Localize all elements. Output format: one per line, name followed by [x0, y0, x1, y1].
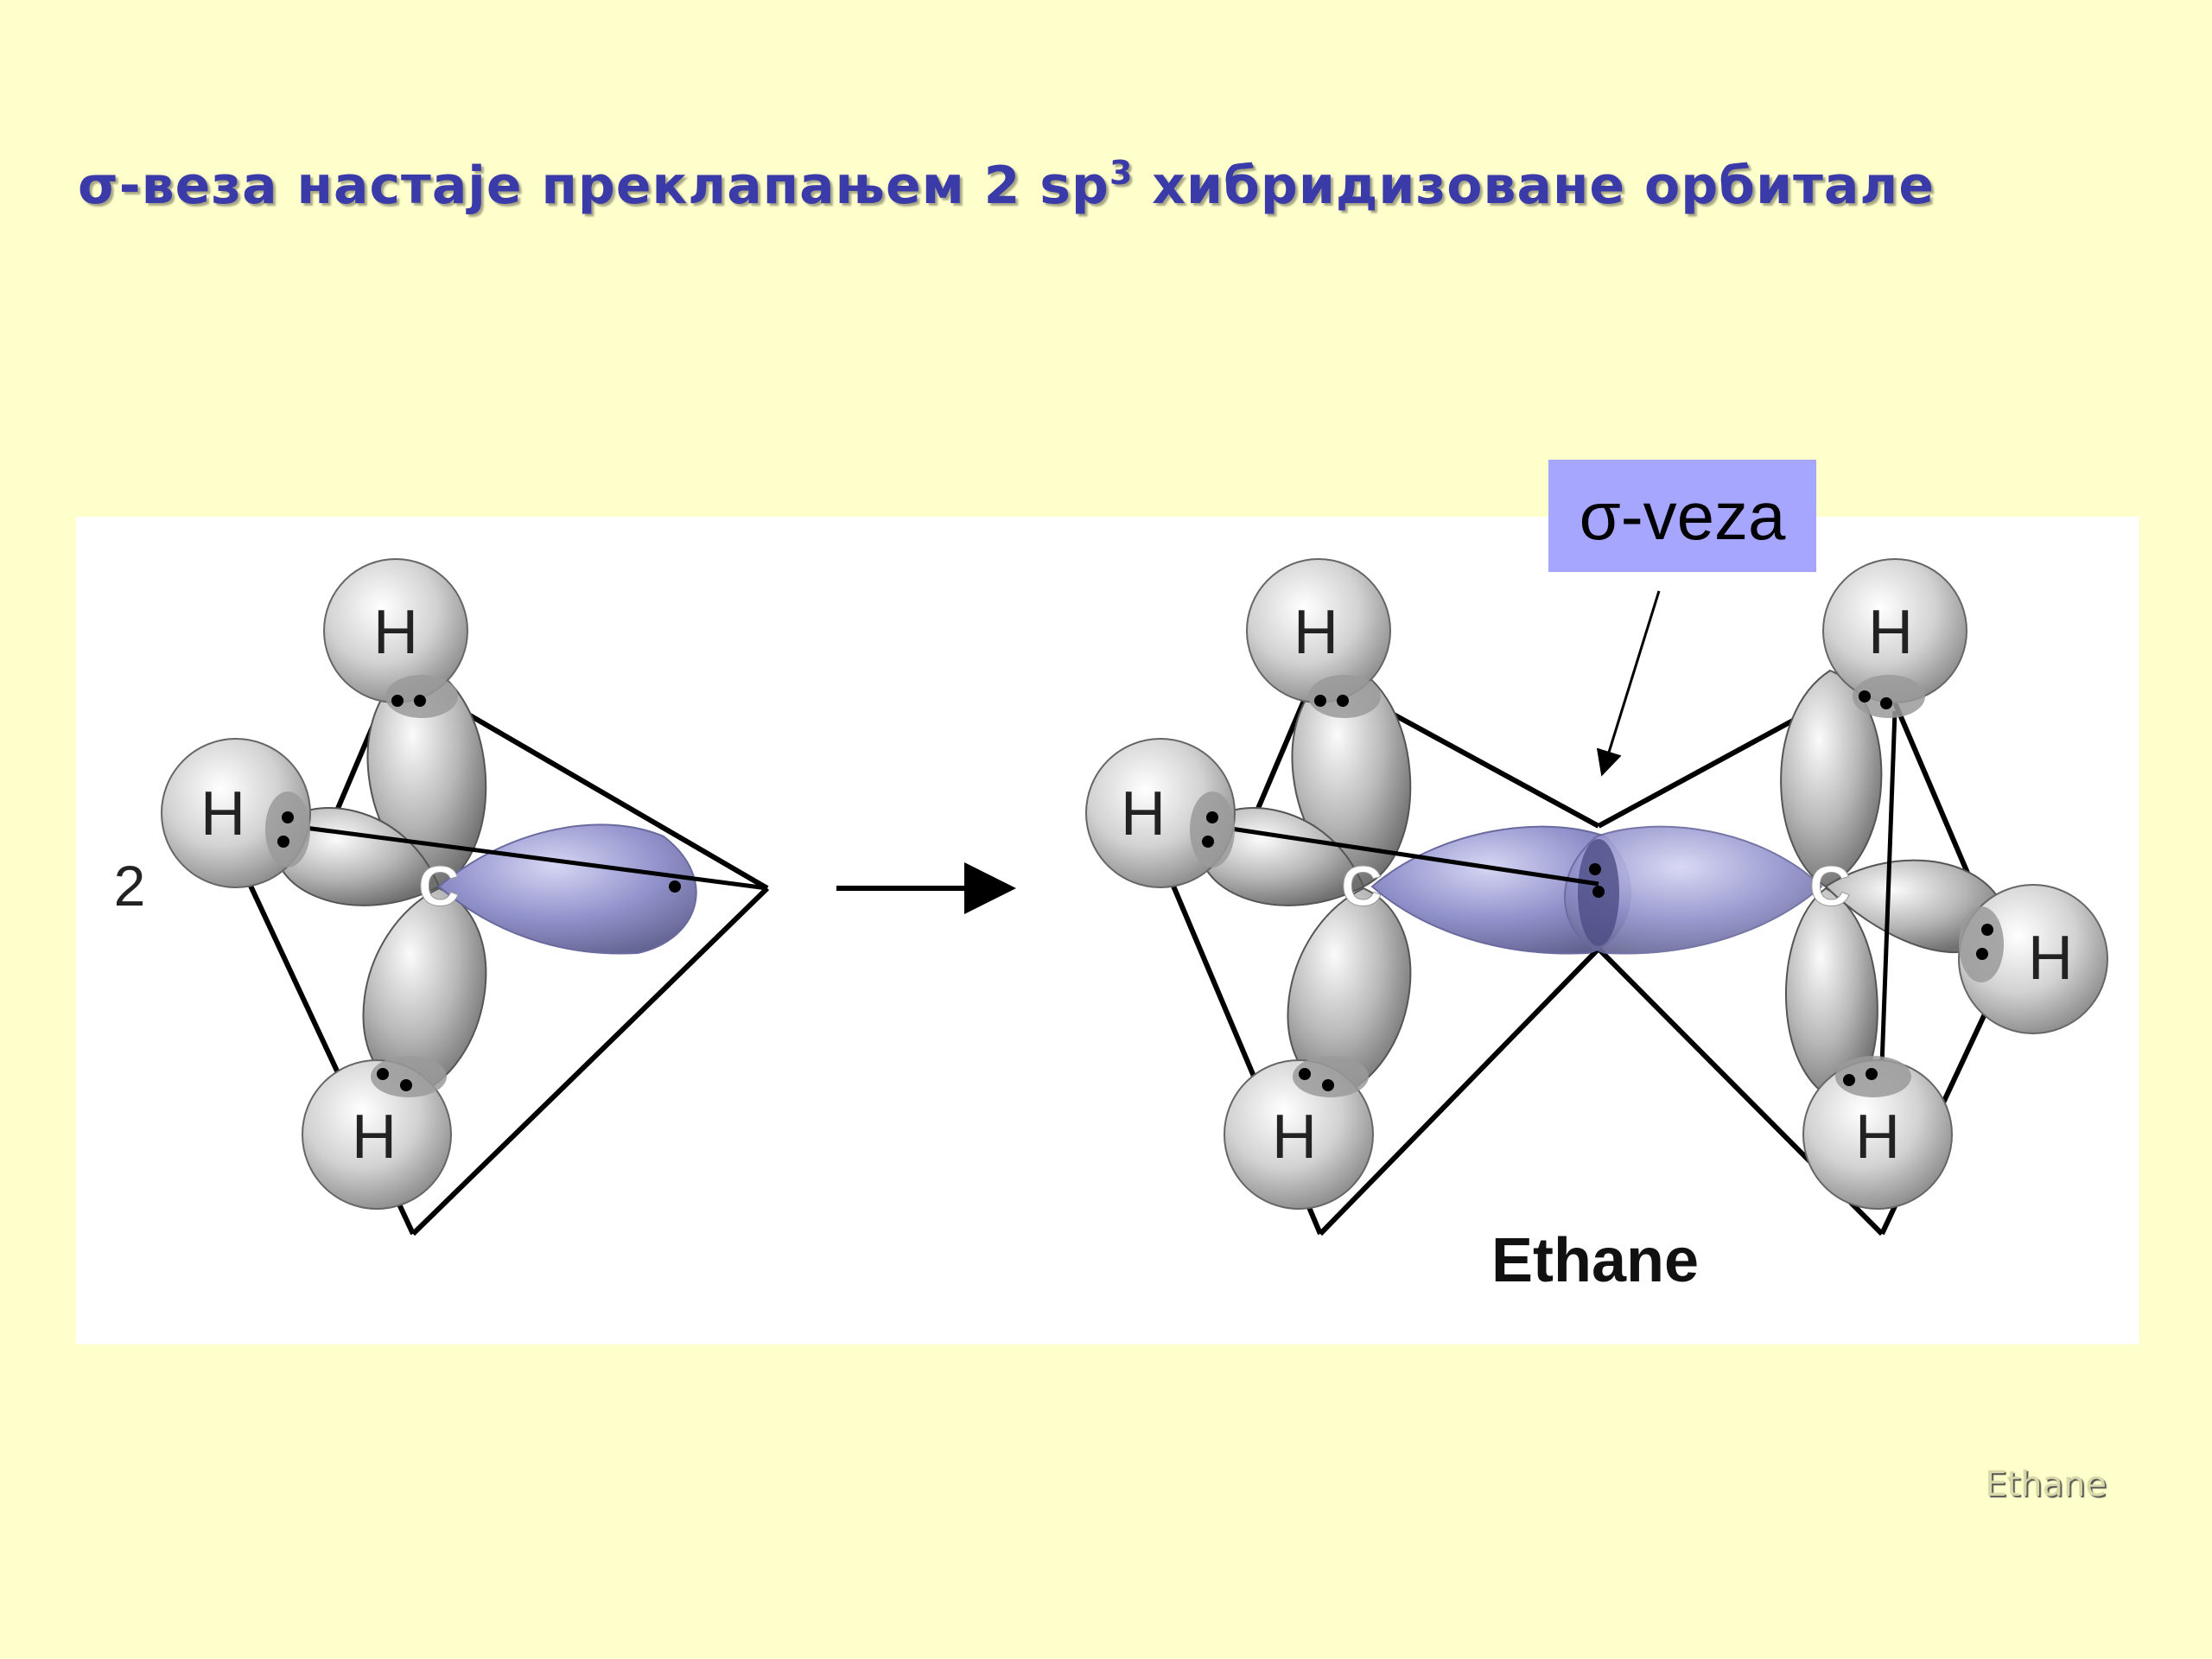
- electron-pairs-left: [277, 695, 681, 1091]
- sp3-lobe-top-right-b: [1780, 669, 1883, 888]
- hydrogen-label: H: [1855, 1103, 1900, 1172]
- orbital-overlap: [371, 1056, 447, 1097]
- title-end: хибридизоване орбитале: [1133, 156, 1936, 216]
- hydrogen-label: H: [1868, 598, 1913, 667]
- hydrogen-label: H: [373, 598, 418, 667]
- title-main: σ-веза настаје преклапањем 2 sp: [78, 156, 1109, 216]
- carbon-label: C: [1809, 854, 1851, 918]
- slide-title: σ-веза настаје преклапањем 2 sp3 хибриди…: [78, 154, 1935, 216]
- sigma-bond-callout: σ-veza: [1548, 460, 1816, 572]
- orbital-overlap: [1293, 1056, 1369, 1097]
- diagram-panel: H H H C 2: [76, 517, 2139, 1344]
- methyl-fragment-left: H H H C 2: [114, 558, 770, 1236]
- sp3-bond-lobe-left: [437, 823, 697, 955]
- bond-axis-line-left: [304, 825, 768, 891]
- hydrogen-label: H: [1121, 779, 1166, 849]
- carbon-label: C: [418, 854, 460, 918]
- ethane-orbital-diagram: H H H C 2: [114, 558, 2108, 1295]
- hydrogen-label: H: [2028, 924, 2073, 993]
- hydrogen-label: H: [200, 779, 245, 849]
- hydrogen-atom: [1224, 1059, 1374, 1210]
- product-label: Ethane: [1491, 1226, 1699, 1295]
- coefficient-label: 2: [114, 854, 146, 918]
- ethane-molecule: H H H H H H C C Ethane: [1085, 558, 2108, 1295]
- hydrogen-label: H: [1272, 1103, 1317, 1172]
- hydrogen-atom: [302, 1059, 452, 1210]
- hydrogen-label: H: [1294, 598, 1338, 667]
- sigma-bond-lobe-right: [1564, 825, 1823, 955]
- title-superscript: 3: [1109, 154, 1134, 192]
- orbital-overlap: [1190, 791, 1235, 868]
- orbital-overlap: [1959, 906, 2004, 982]
- bond-axis-line-right-a: [1224, 825, 1599, 887]
- footer-label: Ethane: [1985, 1465, 2107, 1504]
- bond-axis-line-right-b: [1879, 710, 1897, 1066]
- hydrogen-label: H: [352, 1103, 397, 1172]
- unpaired-electron: [669, 880, 681, 893]
- callout-pointer: [1596, 590, 1661, 777]
- orbital-overlap: [1853, 675, 1925, 718]
- electron-pairs-right: [1202, 690, 1993, 1091]
- orbital-overlap: [265, 791, 310, 868]
- carbon-label: C: [1341, 854, 1382, 918]
